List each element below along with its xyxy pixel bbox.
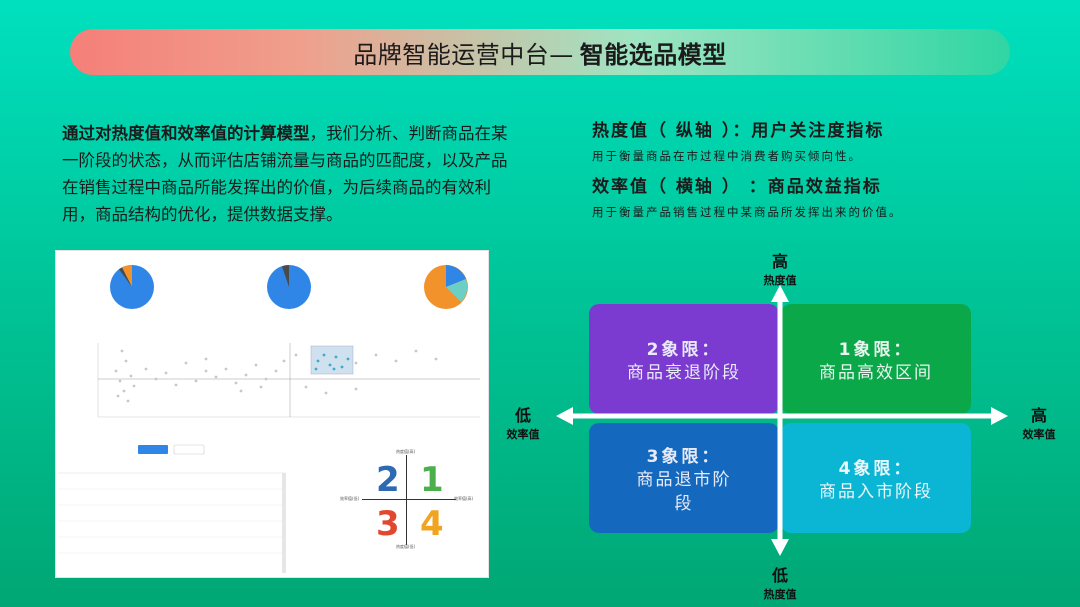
axis-left-label: 效率值 bbox=[506, 428, 540, 441]
quadrant-3-title: 3象限： bbox=[646, 446, 722, 467]
dashboard-image bbox=[58, 265, 480, 573]
mini-top-label: 热度值(高) bbox=[396, 449, 416, 454]
mini-left-label: 效率值(低) bbox=[340, 496, 360, 501]
quadrant-2: 2象限： 商品衰退阶段 bbox=[589, 304, 779, 414]
efficiency-title: 效率值（ 横轴 ） ：商品效益指标 bbox=[592, 177, 882, 197]
axis-bottom-low: 低 bbox=[771, 566, 788, 585]
page-title-main: 品牌智能运营中台— bbox=[353, 40, 574, 69]
quadrant-2-title: 2象限： bbox=[646, 339, 722, 360]
mini-button-2 bbox=[173, 444, 205, 455]
scatter-plot bbox=[97, 343, 480, 418]
axis-top-high: 高 bbox=[771, 252, 788, 271]
mini-quadrant: 2 1 3 4 热度值(高) 热度值(低) 效率值(低) 效率值(高) bbox=[340, 449, 474, 549]
efficiency-definition: 效率值（ 横轴 ） ：商品效益指标 用于衡量产品销售过程中某商品所发挥出来的价值… bbox=[592, 172, 903, 220]
intro-rest: ，我们分析、判断商品在某一阶段的状态，从而评估店铺流量与商品的匹配度，以及产品在… bbox=[62, 124, 508, 224]
quadrant-4-subtitle: 商品入市阶段 bbox=[819, 481, 933, 502]
quadrant-2-subtitle: 商品衰退阶段 bbox=[627, 362, 741, 383]
axis-top: 高 热度值 bbox=[752, 248, 808, 288]
efficiency-desc: 用于衡量产品销售过程中某商品所发挥出来的价值。 bbox=[592, 205, 903, 219]
pie-chart-3 bbox=[424, 265, 468, 309]
heat-definition: 热度值（ 纵轴 ）：用户关注度指标 用于衡量商品在市过程中消费者购买倾向性。 bbox=[592, 116, 884, 164]
quadrant-3: 3象限： 商品退市阶 段 bbox=[589, 423, 779, 533]
arrow-down-icon bbox=[771, 539, 789, 556]
quadrant-3-subtitle-line1: 商品退市阶 bbox=[636, 469, 732, 490]
quadrant-1-subtitle: 商品高效区间 bbox=[819, 362, 933, 383]
mini-bottom-label: 热度值(低) bbox=[396, 544, 416, 549]
mini-button-1 bbox=[138, 445, 168, 454]
mini-table bbox=[58, 461, 286, 573]
title-bar: 品牌智能运营中台— 智能选品模型 bbox=[70, 29, 1010, 75]
arrow-right-icon bbox=[991, 407, 1008, 425]
page-title-bold: 智能选品模型 bbox=[579, 40, 727, 69]
quadrant-4: 4象限： 商品入市阶段 bbox=[781, 423, 971, 533]
dashboard-screenshot: 2 1 3 4 热度值(高) 热度值(低) 效率值(低) 效率值(高) bbox=[55, 250, 489, 578]
mini-right-label: 效率值(高) bbox=[454, 496, 474, 501]
quadrant-4-title: 4象限： bbox=[838, 458, 914, 479]
intro-bold: 通过对热度值和效率值的计算模型 bbox=[62, 124, 310, 143]
axis-top-label: 热度值 bbox=[763, 274, 797, 287]
pie-chart-2 bbox=[267, 265, 311, 309]
axis-right-high: 高 bbox=[1030, 406, 1047, 425]
quadrant-1: 1象限： 商品高效区间 bbox=[781, 304, 971, 414]
axis-bottom: 低 热度值 bbox=[752, 562, 808, 602]
quadrant-1-title: 1象限： bbox=[838, 339, 914, 360]
arrow-left-icon bbox=[556, 407, 573, 425]
mini-q3-number: 3 bbox=[376, 504, 400, 544]
axis-left-low: 低 bbox=[514, 406, 531, 425]
mini-q2-number: 2 bbox=[376, 460, 400, 500]
axis-right-label: 效率值 bbox=[1022, 428, 1056, 441]
axis-bottom-label: 热度值 bbox=[763, 588, 797, 601]
axis-left: 低 效率值 bbox=[496, 402, 550, 442]
quadrant-3-subtitle-line2: 段 bbox=[674, 493, 694, 514]
intro-paragraph: 通过对热度值和效率值的计算模型，我们分析、判断商品在某一阶段的状态，从而评估店铺… bbox=[62, 120, 512, 228]
axis-right: 高 效率值 bbox=[1012, 402, 1066, 442]
mini-q1-number: 1 bbox=[420, 460, 444, 500]
heat-desc: 用于衡量商品在市过程中消费者购买倾向性。 bbox=[592, 149, 862, 163]
mini-q4-number: 4 bbox=[420, 504, 444, 544]
heat-title: 热度值（ 纵轴 ）：用户关注度指标 bbox=[592, 121, 885, 141]
pie-chart-1 bbox=[110, 265, 154, 309]
